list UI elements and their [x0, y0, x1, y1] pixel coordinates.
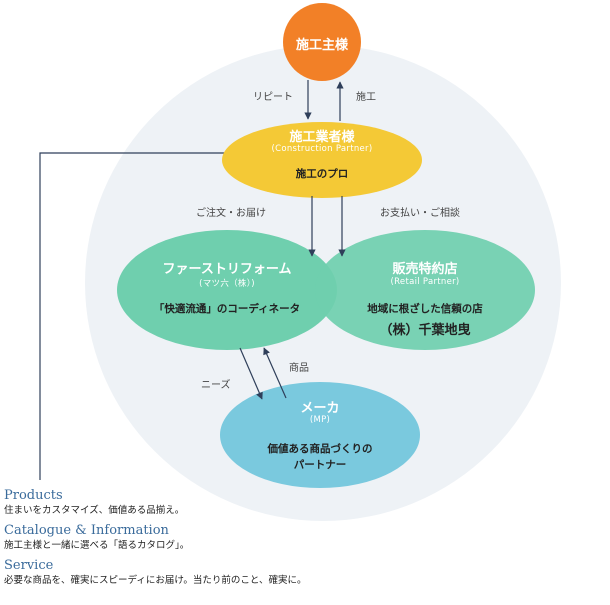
contractor-title: 施工業者様	[289, 130, 355, 145]
legend-description: 住まいをカスタマイズ、価値ある品揃え。	[4, 505, 185, 516]
legend-item-service: Service 必要な商品を、確実にスピーディにお届け。当たり前のこと、確実に。	[4, 558, 604, 587]
feedback-line	[39, 149, 241, 480]
arrow-needs	[239, 347, 263, 400]
maker-tagline-line2: パートナー	[293, 459, 347, 471]
maker-subtitle: (MP)	[309, 415, 331, 425]
first-reform-subtitle: (マツ六（株）)	[199, 279, 255, 289]
legend-description: 施工主様と一緒に選べる「語るカタログ」。	[4, 540, 190, 551]
legend-heading: Catalogue & Information	[4, 523, 169, 538]
retailer-company: （株）千葉地曳	[379, 323, 471, 338]
label-construction: 施工	[356, 92, 376, 103]
label-repeat: リピート	[253, 92, 293, 103]
label-order-delivery: ご注文・お届け	[196, 208, 266, 219]
retailer-tagline: 地域に根ざした信頼の店	[367, 303, 483, 315]
contractor-node	[222, 122, 422, 198]
legend-description: 必要な商品を、確実にスピーディにお届け。当たり前のこと、確実に。	[4, 575, 307, 586]
first-reform-tagline: 「快適流通」のコーディネータ	[153, 303, 301, 315]
maker-tagline-line1: 価値ある商品づくりの	[267, 443, 373, 455]
legend-heading: Service	[4, 558, 54, 573]
first-reform-node	[117, 230, 337, 350]
customer-node	[283, 3, 361, 81]
contractor-tagline: 施工のプロ	[295, 168, 349, 180]
retailer-node	[315, 230, 535, 350]
retailer-title: 販売特約店	[392, 262, 458, 277]
legend: Products 住まいをカスタマイズ、価値ある品揃え。 Catalogue &…	[4, 488, 604, 593]
label-products: 商品	[289, 363, 309, 374]
maker-node	[220, 382, 420, 488]
contractor-subtitle: (Construction Partner)	[271, 144, 373, 154]
label-payment-consult: お支払い・ご相談	[380, 208, 460, 219]
maker-title: メーカ	[300, 401, 340, 416]
retailer-subtitle: (Retail Partner)	[390, 277, 460, 287]
legend-heading: Products	[4, 488, 63, 503]
arrow-products	[263, 347, 287, 399]
legend-item-catalogue: Catalogue & Information 施工主様と一緒に選べる「語るカタ…	[4, 523, 604, 552]
customer-title: 施工主様	[295, 38, 349, 53]
label-needs: ニーズ	[201, 380, 231, 391]
first-reform-title: ファーストリフォーム	[162, 262, 292, 277]
legend-item-products: Products 住まいをカスタマイズ、価値ある品揃え。	[4, 488, 604, 517]
